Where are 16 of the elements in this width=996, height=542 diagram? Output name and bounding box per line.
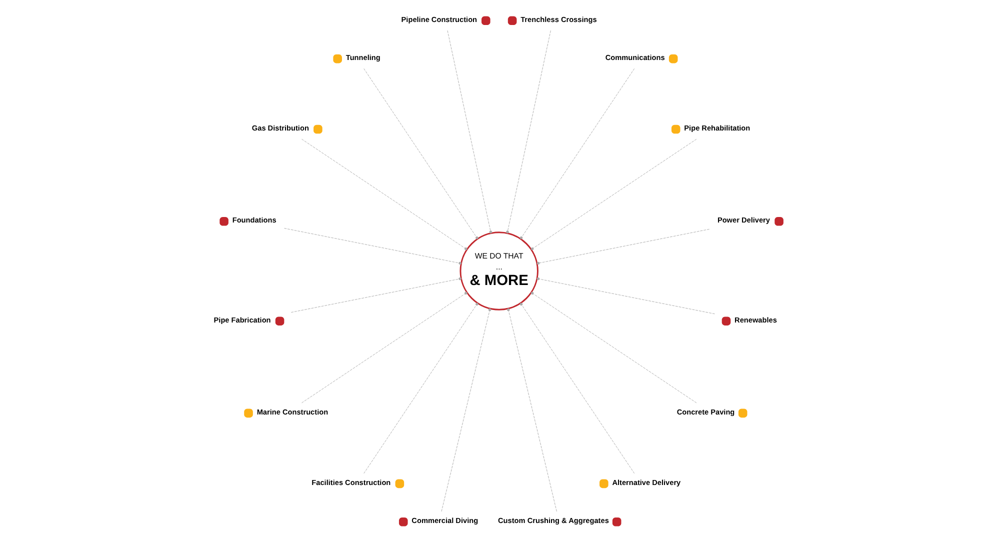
- connector: [364, 302, 478, 474]
- connector: [530, 138, 697, 250]
- connector: [441, 308, 492, 512]
- connector: [506, 308, 557, 512]
- connector: [284, 228, 462, 265]
- connector: [520, 68, 635, 240]
- connector: [506, 30, 551, 234]
- connector: [447, 30, 492, 234]
- connector: [536, 228, 710, 265]
- connector: [536, 277, 715, 314]
- connector: [364, 68, 478, 240]
- connector: [520, 302, 635, 474]
- connector: [302, 292, 468, 404]
- connector: [302, 138, 468, 250]
- connector: [530, 292, 697, 404]
- connector: [290, 277, 462, 313]
